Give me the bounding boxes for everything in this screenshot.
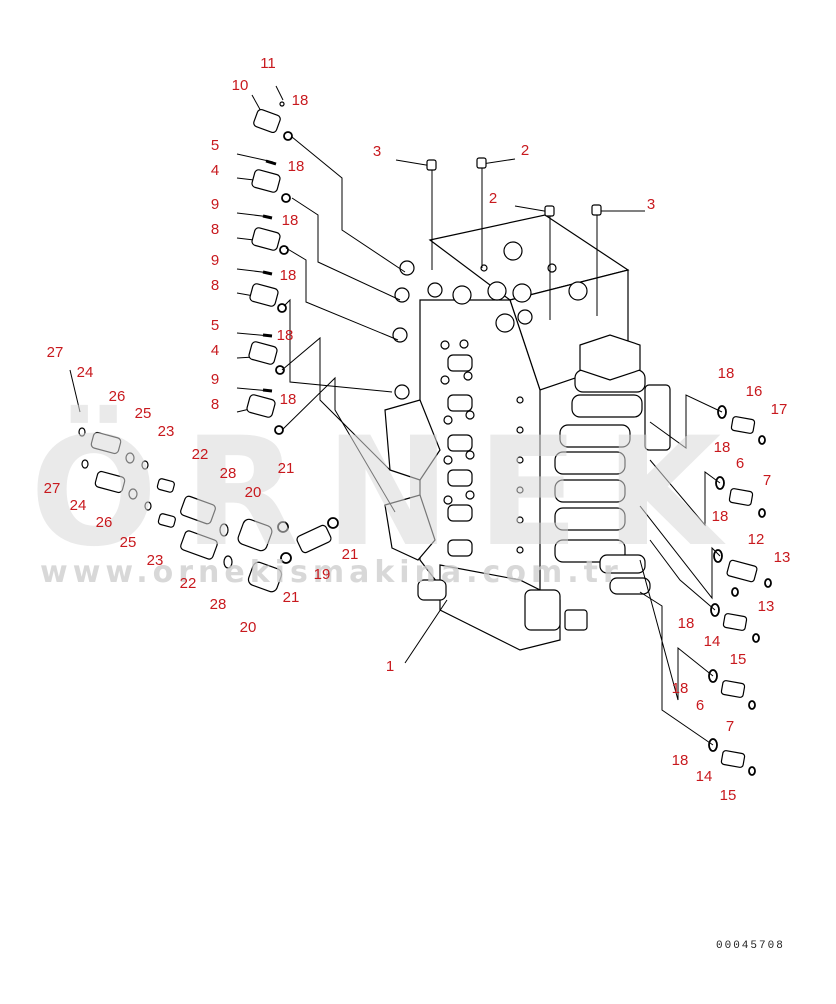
callout-3: 3	[373, 143, 381, 160]
callout-21: 21	[278, 460, 295, 477]
callout-25: 25	[120, 534, 137, 551]
callout-18: 18	[678, 615, 695, 632]
callout-9: 9	[211, 252, 219, 269]
callout-24: 24	[70, 497, 87, 514]
callout-26: 26	[109, 388, 126, 405]
callout-21: 21	[283, 589, 300, 606]
watermark: ÖRNEK www.ornekismakina.com.tr	[30, 404, 747, 590]
callout-8: 8	[211, 221, 219, 238]
callout-18: 18	[714, 439, 731, 456]
callout-22: 22	[192, 446, 209, 463]
callout-18: 18	[712, 508, 729, 525]
callout-24: 24	[77, 364, 94, 381]
watermark-url: www.ornekismakina.com.tr	[40, 555, 623, 590]
callout-10: 10	[232, 77, 249, 94]
callout-15: 15	[720, 787, 737, 804]
drawing-number: 00045708	[716, 940, 785, 952]
callout-18: 18	[292, 92, 309, 109]
left-fittings	[246, 101, 293, 435]
callout-17: 17	[771, 401, 788, 418]
callout-23: 23	[147, 552, 164, 569]
right-fittings	[708, 405, 772, 776]
callout-6: 6	[736, 455, 744, 472]
callout-23: 23	[158, 423, 175, 440]
leader-lines	[69, 85, 723, 746]
callout-2: 2	[521, 142, 529, 159]
callout-14: 14	[704, 633, 721, 650]
callout-4: 4	[211, 162, 219, 179]
callout-6: 6	[696, 697, 704, 714]
callout-3: 3	[647, 196, 655, 213]
left-exploded-parts	[78, 427, 339, 593]
callout-18: 18	[288, 158, 305, 175]
callout-1: 1	[386, 658, 394, 675]
callout-5: 5	[211, 137, 219, 154]
callout-2: 2	[489, 190, 497, 207]
callout-18: 18	[672, 752, 689, 769]
main-valve-body	[384, 214, 671, 651]
callout-11: 11	[260, 55, 276, 72]
callout-26: 26	[96, 514, 113, 531]
callout-7: 7	[726, 718, 734, 735]
callout-19: 19	[314, 566, 331, 583]
callout-20: 20	[240, 619, 257, 636]
callout-18: 18	[718, 365, 735, 382]
callout-8: 8	[211, 277, 219, 294]
callout-12: 12	[748, 531, 765, 548]
callout-15: 15	[730, 651, 747, 668]
callout-9: 9	[211, 196, 219, 213]
watermark-brand: ÖRNEK	[30, 404, 747, 580]
callout-28: 28	[220, 465, 237, 482]
callout-25: 25	[135, 405, 152, 422]
callout-13: 13	[758, 598, 775, 615]
plugs	[426, 157, 602, 217]
callout-21: 21	[342, 546, 359, 563]
callout-13: 13	[774, 549, 791, 566]
callout-4: 4	[211, 342, 219, 359]
callout-18: 18	[672, 680, 689, 697]
callout-18: 18	[282, 212, 299, 229]
callout-9: 9	[211, 371, 219, 388]
callout-7: 7	[763, 472, 771, 489]
callout-18: 18	[277, 327, 294, 344]
callout-5: 5	[211, 317, 219, 334]
callout-14: 14	[696, 768, 713, 785]
callout-20: 20	[245, 484, 262, 501]
callout-18: 18	[280, 391, 297, 408]
callout-27: 27	[47, 344, 64, 361]
callout-28: 28	[210, 596, 227, 613]
callout-27: 27	[44, 480, 61, 497]
callout-16: 16	[746, 383, 763, 400]
callout-18: 18	[280, 267, 297, 284]
callout-8: 8	[211, 396, 219, 413]
callout-22: 22	[180, 575, 197, 592]
